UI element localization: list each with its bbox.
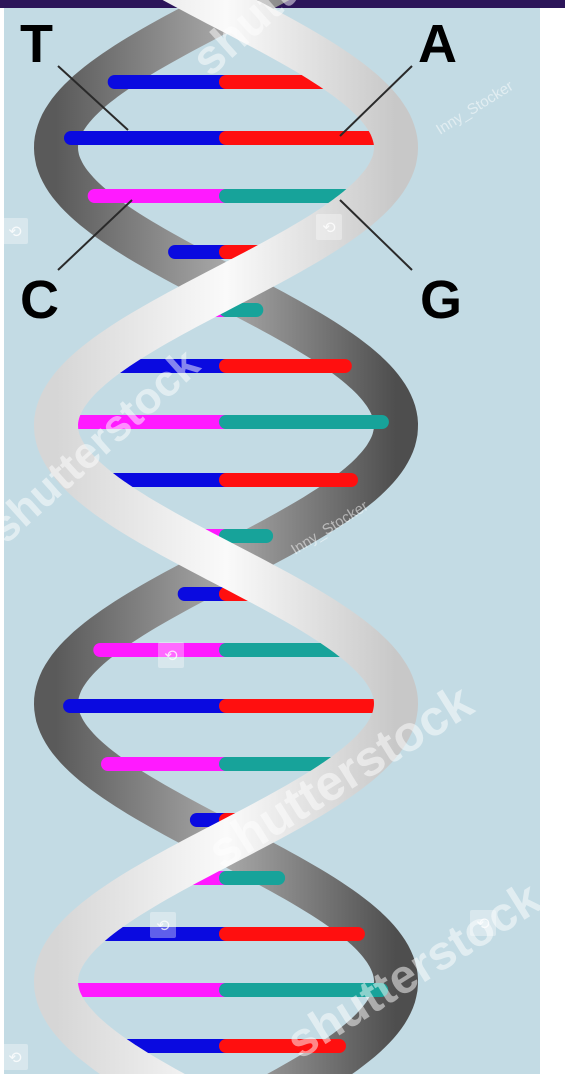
watermark-corner-icon: ⟲	[2, 218, 28, 244]
svg-text:⟲: ⟲	[322, 218, 336, 237]
label-a: A	[418, 14, 457, 74]
svg-text:⟲: ⟲	[8, 222, 22, 241]
svg-text:⟲: ⟲	[164, 646, 178, 665]
watermark-corner-icon: ⟲	[158, 642, 184, 668]
label-c: C	[20, 270, 59, 330]
label-g: G	[420, 270, 462, 330]
svg-text:⟲: ⟲	[8, 1048, 22, 1067]
label-t: T	[20, 14, 53, 74]
watermark-corner-icon: ⟲	[470, 910, 496, 936]
watermark-credit: Inny_Stocker	[433, 78, 516, 139]
watermark-corner-icon: ⟲	[316, 214, 342, 240]
watermark-corner-icon: ⟲	[2, 1044, 28, 1070]
svg-text:⟲: ⟲	[156, 916, 170, 935]
watermark-corner-icon: ⟲	[150, 912, 176, 938]
svg-text:⟲: ⟲	[476, 914, 490, 933]
